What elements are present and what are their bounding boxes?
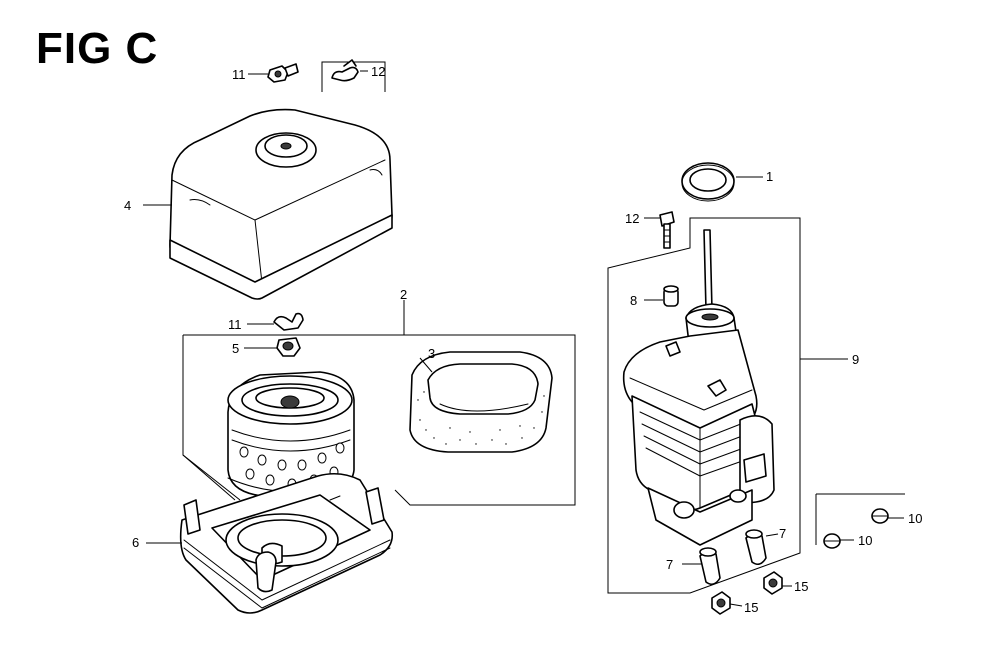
- part-8-collar: [663, 285, 679, 307]
- callout-4: 4: [124, 198, 131, 213]
- callout-14: 12: [625, 211, 639, 226]
- leader-lines: [143, 70, 904, 607]
- callout-11: 11: [232, 67, 246, 82]
- part-10-nut-b: [823, 533, 841, 549]
- bracket-10: [815, 493, 905, 545]
- callout-12: 12: [371, 64, 385, 79]
- part-11-nut: [267, 63, 299, 83]
- part-12-wingnut: [331, 59, 359, 82]
- part-7-tube-b: [745, 529, 767, 566]
- part-14-bolt: [659, 211, 675, 249]
- callout-9: 9: [852, 352, 859, 367]
- callout-2: 2: [400, 287, 407, 302]
- callout-10b: 10: [858, 533, 872, 548]
- callout-3: 3: [428, 346, 435, 361]
- callout-15b: 15: [744, 600, 758, 615]
- air-cleaner-case: [622, 229, 775, 546]
- air-cleaner-cover: [169, 108, 393, 300]
- callout-6: 6: [132, 535, 139, 550]
- bracket-9: [607, 217, 801, 594]
- part-15-nut-a: [763, 571, 783, 595]
- callout-10a: 10: [908, 511, 922, 526]
- part-15-nut-b: [711, 591, 731, 615]
- air-cleaner-base: [179, 472, 394, 614]
- callout-7a: 7: [666, 557, 673, 572]
- figure-title: FIG C: [36, 24, 159, 73]
- callout-15a: 15: [794, 579, 808, 594]
- air-filter-element: [227, 371, 355, 497]
- part-13-wingnut: [273, 312, 304, 331]
- callout-8: 8: [630, 293, 637, 308]
- callout-1: 1: [766, 169, 773, 184]
- foam-prefilter: [409, 351, 553, 453]
- bracket-2-path: [182, 334, 576, 506]
- part-5-grommet: [276, 337, 301, 357]
- callout-5: 5: [232, 341, 239, 356]
- part-1-gasket: [681, 162, 735, 202]
- part-10-nut-a: [871, 508, 889, 524]
- callout-7b: 7: [779, 526, 786, 541]
- callout-13: 11: [228, 317, 242, 332]
- part-7-tube-a: [699, 547, 721, 586]
